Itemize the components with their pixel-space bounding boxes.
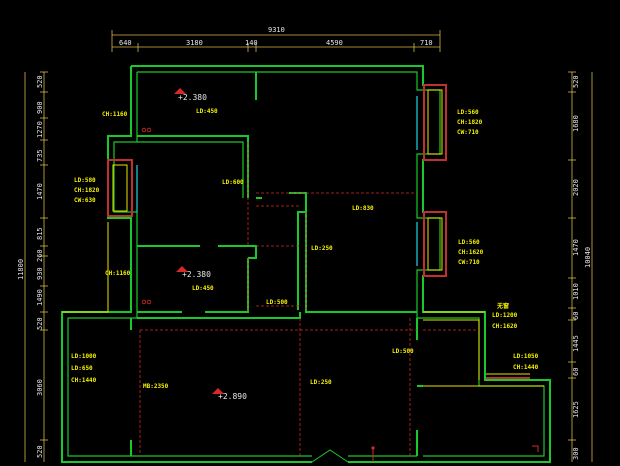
- annotation-labels: LD:450 LD:450 CH:1160 CH:1160 LD:580 CH:…: [71, 108, 539, 390]
- top-seg-4: 4590: [326, 39, 343, 47]
- right-mid-window: [423, 211, 447, 277]
- level-marker-icon: [176, 266, 188, 272]
- label-bottom-left-2: LD:650: [71, 365, 93, 372]
- right-seg-3: 2020: [572, 179, 580, 196]
- level-2: +2.380: [182, 270, 211, 279]
- left-seg-3: 1270: [36, 121, 44, 138]
- label-window-left-1: LD:580: [74, 177, 96, 184]
- top-seg-5: 710: [420, 39, 433, 47]
- label-right-lower-2: CH:1440: [513, 364, 539, 371]
- label-window-right-mid-2: CH:1620: [458, 249, 484, 256]
- label-bottom-left-3: CH:1440: [71, 377, 97, 384]
- left-seg-10: 520: [36, 317, 44, 330]
- left-seg-2: 900: [36, 101, 44, 114]
- level-1: +2.380: [178, 93, 207, 102]
- label-window-right-top-1: LD:560: [457, 109, 479, 116]
- left-seg-6: 815: [36, 227, 44, 240]
- label-bottom-mid: MB:2350: [143, 383, 169, 390]
- label-ld-600: LD:600: [222, 179, 244, 186]
- label-right-annex-title: 无窗: [496, 302, 509, 310]
- label-ch-left-mid: CH:1160: [105, 270, 131, 277]
- entrance-door: [311, 446, 375, 463]
- right-seg-8: 60: [572, 368, 580, 376]
- socket-marks: [141, 127, 539, 452]
- left-seg-9: 1490: [36, 289, 44, 306]
- windows: [107, 84, 530, 379]
- right-seg-4: 1470: [572, 239, 580, 256]
- label-window-left-3: CW:630: [74, 197, 96, 204]
- label-ld-500: LD:500: [266, 299, 288, 306]
- right-seg-10: 300: [572, 447, 580, 460]
- label-window-right-top-3: CW:710: [457, 129, 479, 136]
- right-total-dim: 10040: [584, 247, 592, 268]
- right-top-window: [423, 84, 447, 161]
- level-marker-icon: [212, 388, 224, 394]
- top-seg-1: 640: [119, 39, 132, 47]
- label-room-mid-left: LD:450: [192, 285, 214, 292]
- left-seg-11: 3060: [36, 379, 44, 396]
- left-seg-7: 260: [36, 249, 44, 262]
- left-seg-12: 520: [36, 445, 44, 458]
- left-dimension-group: 11800 520 900 1270 735 1470 815 260 930 …: [17, 71, 48, 462]
- left-seg-4: 735: [36, 149, 44, 162]
- top-seg-2: 3180: [186, 39, 203, 47]
- left-seg-1: 520: [36, 75, 44, 88]
- label-window-right-mid-1: LD:560: [458, 239, 480, 246]
- right-seg-7: 1445: [572, 335, 580, 352]
- label-right-annex-2: CH:1620: [492, 323, 518, 330]
- level-3: +2.890: [218, 392, 247, 401]
- right-seg-9: 1625: [572, 401, 580, 418]
- left-seg-8: 930: [36, 267, 44, 280]
- label-window-right-mid-3: CW:710: [458, 259, 480, 266]
- right-dimension-group: 10040 520 1680 2020 1470 1010 60 1445 60…: [568, 71, 593, 462]
- label-bottom-left-1: LD:1000: [71, 353, 97, 360]
- balcony-outlines: [62, 222, 544, 387]
- label-ch-left-top: CH:1160: [102, 111, 128, 118]
- beam-lines: [139, 142, 479, 456]
- top-dimension-group: 9310 640 3180 140 4590 710: [111, 26, 441, 52]
- label-room-top-left: LD:450: [196, 108, 218, 115]
- right-seg-5: 1010: [572, 283, 580, 300]
- label-ld-500-right: LD:500: [392, 348, 414, 355]
- right-seg-1: 520: [572, 75, 580, 88]
- top-seg-3: 140: [245, 39, 258, 47]
- left-window: [107, 159, 133, 217]
- label-ld-250-b: LD:250: [310, 379, 332, 386]
- label-ld-830: LD:830: [352, 205, 374, 212]
- label-window-right-top-2: CH:1820: [457, 119, 483, 126]
- right-seg-6: 60: [572, 312, 580, 320]
- interior-walls: [130, 72, 423, 456]
- label-right-lower-1: LD:1050: [513, 353, 539, 360]
- top-total-dim: 9310: [268, 26, 285, 34]
- level-markers: +2.380 +2.380 +2.890: [174, 88, 247, 401]
- left-total-dim: 11800: [17, 259, 25, 280]
- right-seg-2: 1680: [572, 115, 580, 132]
- label-ld-250-a: LD:250: [311, 245, 333, 252]
- left-seg-5: 1470: [36, 183, 44, 200]
- label-window-left-2: CH:1820: [74, 187, 100, 194]
- label-right-annex-1: LD:1200: [492, 312, 518, 319]
- level-marker-icon: [174, 88, 186, 94]
